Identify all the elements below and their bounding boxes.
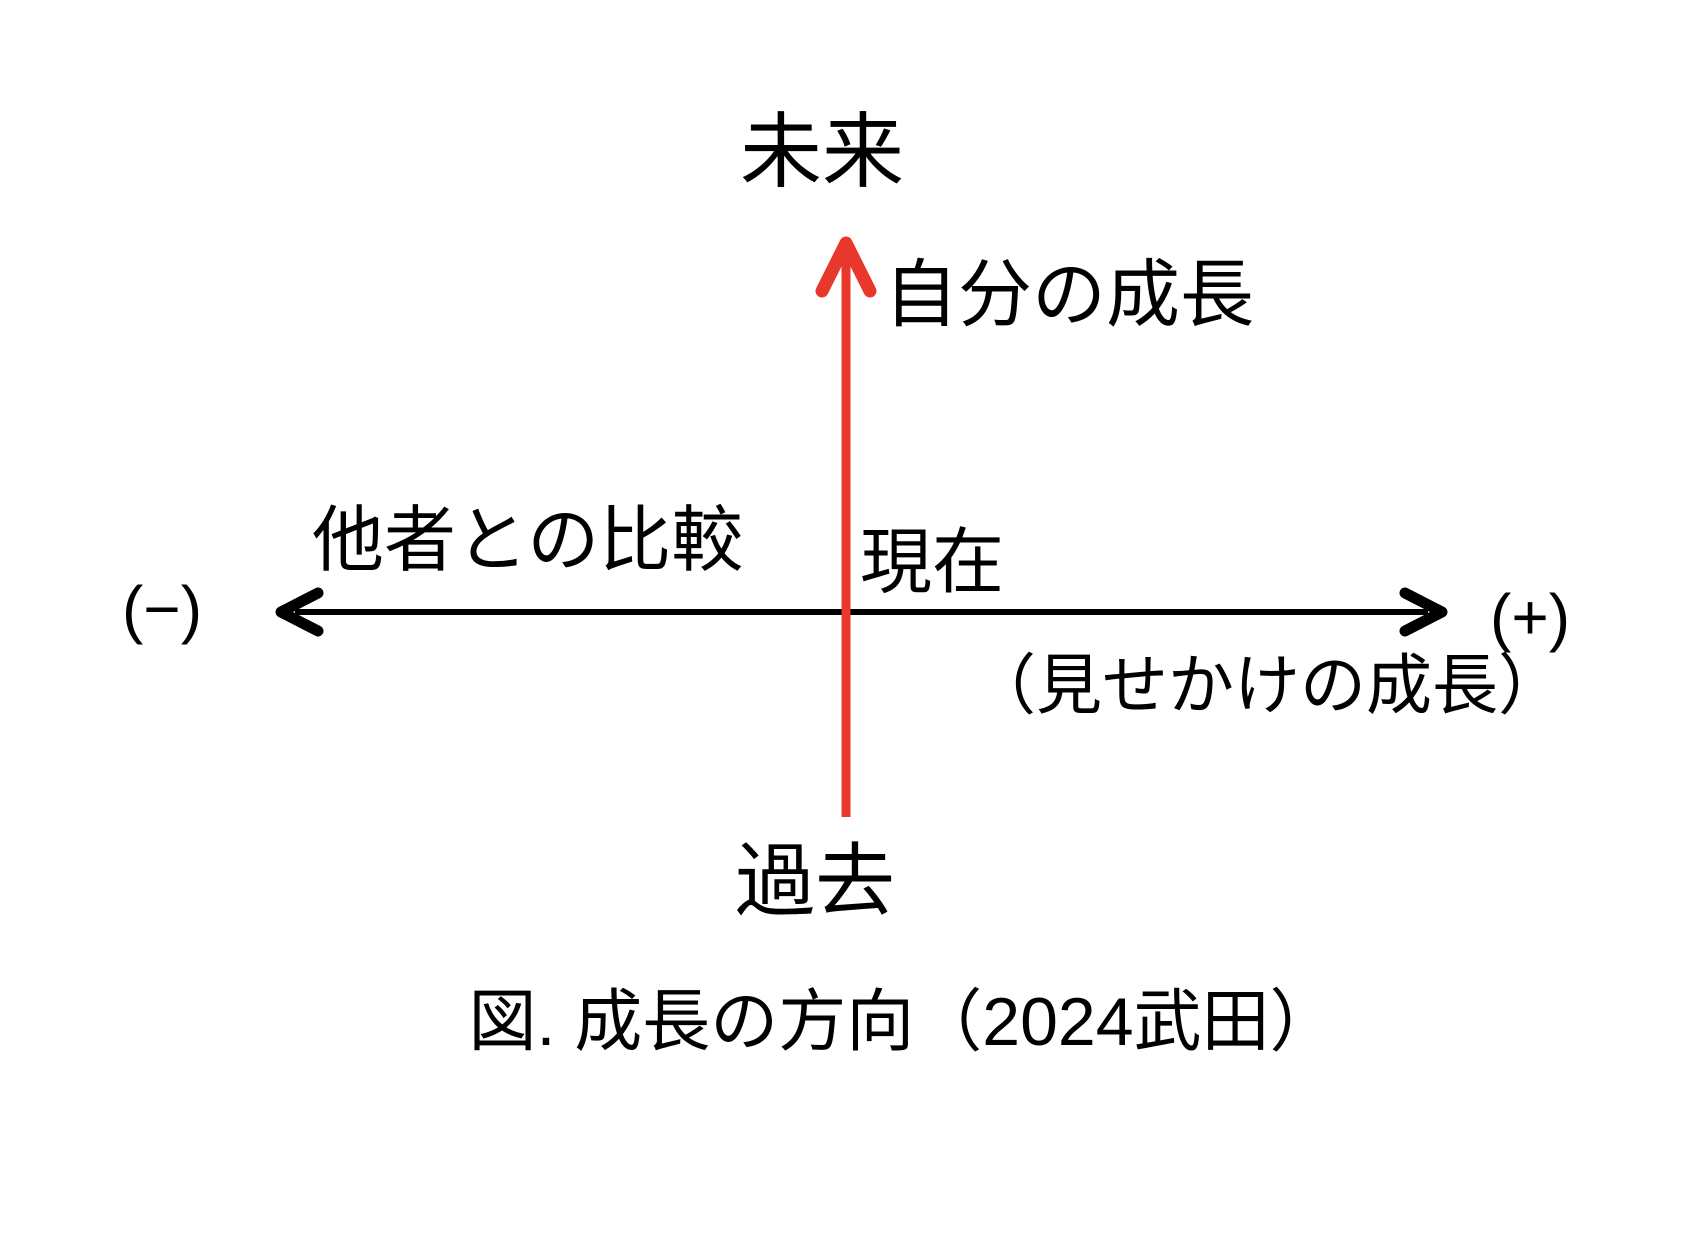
comparison-with-others-label: 他者との比較 (312, 501, 744, 581)
future-label: 未来 (739, 107, 905, 198)
self-growth-label: 自分の成長 (884, 253, 1254, 336)
present-label: 現在 (860, 523, 1005, 603)
past-label: 過去 (735, 837, 895, 926)
right-arrowhead-icon (1399, 587, 1448, 637)
apparent-growth-label: （見せかけの成長） (970, 648, 1564, 722)
plus-sign-label: (+) (1490, 581, 1570, 653)
figure-caption: 図. 成長の方向（2024武田） (468, 984, 1338, 1060)
up-arrowhead-icon (815, 236, 877, 298)
left-arrowhead-icon (275, 587, 324, 637)
minus-sign-label: (−) (122, 573, 202, 645)
